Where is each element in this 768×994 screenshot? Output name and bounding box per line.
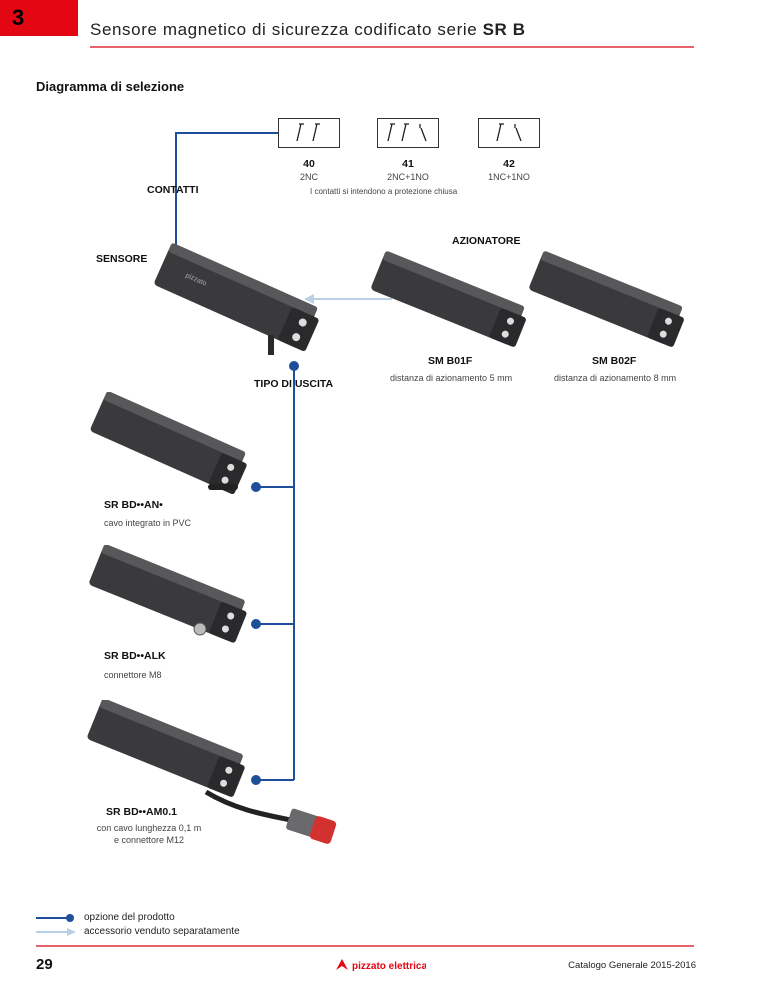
contact-desc-40: 2NC: [299, 172, 318, 182]
contact-box-42: [478, 118, 540, 148]
title-prefix: Sensore magnetico di sicurezza codificat…: [90, 20, 483, 39]
legend-option-dot: [66, 914, 74, 922]
dot-alk: [251, 619, 261, 629]
page-title: Sensore magnetico di sicurezza codificat…: [90, 20, 526, 40]
sr-am-desc: con cavo lunghezza 0,1 m: [96, 823, 202, 833]
sr-an-desc: cavo integrato in PVC: [104, 518, 192, 528]
title-bold: SR B: [482, 20, 526, 39]
sensor-alk-image: [89, 545, 247, 643]
azionatore-label: AZIONATORE: [452, 235, 521, 247]
contact-code-41: 41: [402, 158, 414, 170]
brand-logo: pizzato elettrica: [334, 958, 427, 972]
contatti-line: [175, 132, 278, 250]
dot-an: [251, 482, 261, 492]
sr-am-code: SR BD••AM0.1: [106, 806, 177, 818]
contact-symbol-2nc1no-icon: [387, 123, 427, 142]
actuator-arrow-head: [304, 294, 314, 304]
catalog-label: Catalogo Generale 2015-2016: [568, 960, 696, 971]
sr-alk-desc: connettore M8: [104, 670, 162, 680]
footer-rule: [36, 945, 694, 947]
sr-an-code: SR BD••AN•: [104, 499, 163, 511]
sm-b01f-code: SM B01F: [428, 355, 473, 367]
section-title: Diagramma di selezione: [36, 79, 185, 94]
sr-am-desc2: e connettore M12: [113, 835, 185, 845]
contatti-note: I contatti si intendono a protezione chi…: [310, 187, 458, 196]
chapter-number: 3: [0, 0, 78, 36]
contact-box-40: [278, 118, 340, 148]
legend-option-text: opzione del prodotto: [84, 912, 175, 923]
contact-code-40: 40: [303, 158, 315, 170]
sensor-main-image: pizzato: [154, 243, 319, 355]
legend-accessory-head: [67, 928, 76, 936]
sensore-label: SENSORE: [96, 253, 148, 265]
actuator-sm-b02f-image: [529, 251, 684, 347]
contatti-label: CONTATTI: [147, 184, 199, 196]
actuator-sm-b01f-image: [371, 251, 526, 347]
legend-accessory-text: accessorio venduto separatamente: [84, 926, 240, 937]
contact-symbol-2nc-icon: [296, 123, 320, 142]
svg-text:pizzato elettrica: pizzato elettrica: [352, 961, 426, 972]
sm-b01f-desc: distanza di azionamento 5 mm: [390, 373, 513, 383]
header-rule: [90, 46, 694, 48]
contact-code-42: 42: [503, 158, 515, 170]
page-number: 29: [36, 956, 53, 973]
sr-alk-code: SR BD••ALK: [104, 650, 166, 662]
brand-logo-icon: pizzato elettrica: [336, 959, 427, 972]
sm-b02f-desc: distanza di azionamento 8 mm: [554, 373, 677, 383]
sensor-an-image: [90, 392, 247, 495]
sm-b02f-code: SM B02F: [592, 355, 637, 367]
contact-symbol-1nc1no-icon: [496, 123, 522, 142]
sensor-am-image: [87, 700, 337, 844]
uscita-label: TIPO DI USCITA: [254, 378, 334, 390]
contact-box-41: [377, 118, 439, 148]
contact-desc-42: 1NC+1NO: [488, 172, 530, 182]
dot-am: [251, 775, 261, 785]
contact-desc-41: 2NC+1NO: [387, 172, 429, 182]
